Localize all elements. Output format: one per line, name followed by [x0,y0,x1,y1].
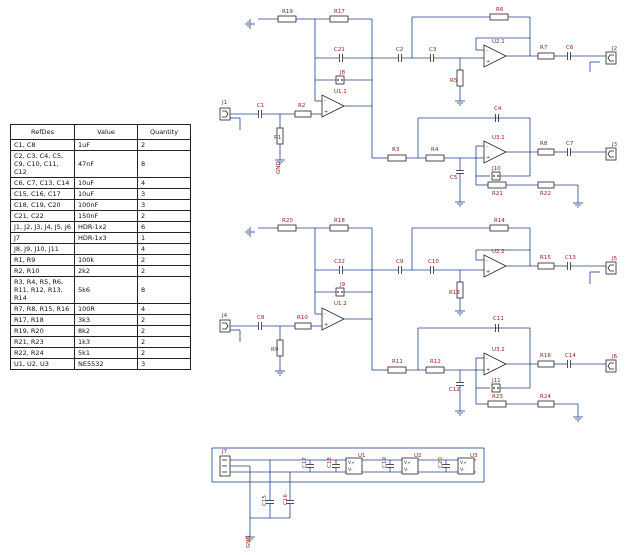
label-j3: J3 [611,142,618,148]
label-r21: R21 [492,191,503,197]
label-u11: U1.1 [334,89,347,95]
label-c16: C16 [283,494,289,505]
label-r5: R5 [450,78,458,84]
label-r23: R23 [492,394,503,400]
label-c8: C8 [257,315,265,321]
label-gnd-power: GND [246,535,252,548]
label-r15: R15 [540,255,551,261]
label-r4: R4 [431,147,439,153]
r17-resistor [329,15,349,23]
label-r11: R11 [392,359,403,365]
label-c11: C11 [493,316,504,322]
label-c19: C19 [382,457,388,468]
label-r7: R7 [540,45,548,51]
label-u1: U1 [358,453,366,459]
label-c12: C12 [449,387,460,393]
bom-value-cell: 5k6 [74,276,138,304]
label-u21: U2.1 [492,39,505,45]
label-r9: R9 [271,347,279,353]
bom-value-cell: NE5532 [74,358,138,370]
label-r18: R18 [334,218,345,224]
label-r19: R19 [282,9,293,15]
label-j8: J8 [339,70,346,76]
label-r12: R12 [430,359,441,365]
bom-quantity-cell: 8 [137,150,191,178]
label-c20: C20 [438,457,444,468]
label-j1: J1 [221,100,227,106]
label-u22: U2.2 [492,249,505,255]
label-u31: U3.1 [492,135,505,141]
label-c17: C17 [302,457,308,468]
label-r10: R10 [297,315,308,321]
label-c9: C9 [396,259,404,265]
label-c5: C5 [450,175,458,181]
label-r3: R3 [392,147,400,153]
label-u12: U1.2 [334,301,347,307]
label-r22: R22 [540,191,551,197]
label-c13: C13 [565,255,576,261]
label-j9: J9 [339,282,346,288]
bom-refdes-cell: U1, U2, U3 [10,358,75,370]
label-c2: C2 [396,47,403,53]
label-r13: R13 [449,290,460,296]
label-r17: R17 [334,9,345,15]
bottom-channel: R20 R18 C22 J9 U1.2 J4 C8 R10 R9 C9 [219,218,618,422]
top-channel: R19 R17 C21 J8 U1.1 J1 C1 R2 R1 GND [219,7,618,208]
label-c22: C22 [334,259,345,265]
label-j10: J10 [491,166,501,172]
label-r6: R6 [496,7,504,13]
label-c15: C15 [262,495,268,506]
label-c4: C4 [494,106,502,112]
label-gnd-r1: GND [276,161,282,174]
label-c6: C6 [566,45,574,51]
label-j6: J6 [611,354,618,360]
label-c21: C21 [334,47,345,53]
label-r20: R20 [282,218,293,224]
label-u3: U3 [470,453,478,459]
label-j5: J5 [611,256,618,262]
label-c18: C18 [327,457,333,468]
label-r2: R2 [298,103,305,109]
label-r14: R14 [494,218,505,224]
bom-refdes-cell: C2, C3, C4, C5, C9, C10, C11, C12 [10,150,75,178]
label-r1: R1 [274,135,281,141]
label-j11: J11 [491,378,501,384]
label-c10: C10 [428,259,439,265]
label-j4: J4 [221,313,228,319]
label-u32: U3.2 [492,347,505,353]
label-j2: J2 [611,46,617,52]
label-j7: J7 [221,449,228,455]
bom-quantity-cell: 3 [137,358,191,370]
bom-quantity-cell: 8 [137,276,191,304]
label-c14: C14 [565,353,576,359]
r19-resistor [277,15,297,23]
bom-header-row: RefDes Value Quantity [10,124,191,140]
label-r8: R8 [540,141,548,147]
label-u2: U2 [414,453,422,459]
label-c3: C3 [429,47,437,53]
power-section: J7 C17 C18 U1 C19 U2 C20 U3 C15 C16 GND [211,447,485,548]
bom-refdes-cell: R3, R4, R5, R6, R11, R12, R13, R14 [10,276,75,304]
label-r16: R16 [540,353,551,359]
label-c7: C7 [566,141,574,147]
label-c1: C1 [257,103,264,109]
label-r24: R24 [540,394,551,400]
